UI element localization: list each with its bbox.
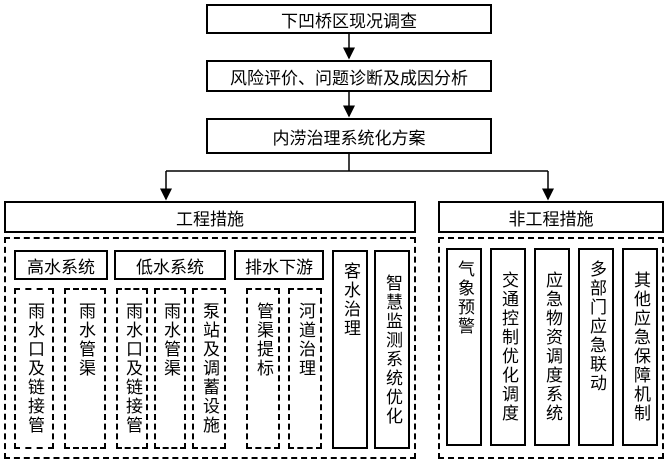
flow-step-3: 内涝治理系统化方案	[206, 118, 492, 154]
non-eng-item-2-label: 交通控制优化调度	[498, 271, 518, 423]
non-engineering-title-box: 非工程措施	[438, 201, 664, 233]
flow-step-1: 下凹桥区现况调查	[206, 4, 492, 34]
downstream-item-2: 河道治理	[288, 288, 322, 449]
downstream-item-2-label: 河道治理	[295, 302, 315, 378]
non-engineering-container	[438, 237, 664, 459]
guest-water-label: 客水治理	[340, 262, 360, 338]
high-item-1: 雨水口及链接管	[14, 288, 54, 449]
downstream-label: 排水下游	[245, 257, 313, 278]
non-eng-item-1: 气象预警	[446, 248, 482, 446]
engineering-title-box: 工程措施	[4, 201, 416, 233]
high-item-1-label: 雨水口及链接管	[24, 302, 44, 435]
non-eng-item-1-label: 气象预警	[454, 260, 474, 336]
non-eng-item-3-label: 应急物资调度系统	[542, 271, 562, 423]
non-eng-item-4-label: 多部门应急联动	[586, 260, 606, 393]
high-water-system-box: 高水系统	[14, 250, 108, 280]
high-water-system-label: 高水系统	[27, 257, 95, 278]
non-engineering-title: 非工程措施	[508, 209, 594, 230]
non-eng-item-5-label: 其他应急保障机制	[630, 271, 650, 423]
smart-monitoring-box: 智慧监测系统优化	[374, 250, 410, 449]
non-eng-item-2: 交通控制优化调度	[490, 248, 526, 446]
guest-water-box: 客水治理	[332, 250, 368, 449]
flow-step-2-label: 风险评价、问题诊断及成因分析	[230, 68, 468, 89]
low-item-2-label: 雨水管渠	[160, 302, 180, 378]
low-water-system-label: 低水系统	[136, 257, 204, 278]
non-eng-item-3: 应急物资调度系统	[534, 248, 570, 446]
high-item-2-label: 雨水管渠	[75, 302, 95, 378]
engineering-container	[4, 237, 416, 459]
downstream-item-1: 管渠提标	[246, 288, 280, 449]
engineering-title: 工程措施	[176, 209, 244, 230]
smart-monitoring-label: 智慧监测系统优化	[382, 273, 402, 426]
low-item-3: 泵站及调蓄设施	[192, 288, 226, 449]
low-water-system-box: 低水系统	[114, 250, 226, 280]
low-item-3-label: 泵站及调蓄设施	[199, 302, 219, 435]
low-item-1-label: 雨水口及链接管	[122, 302, 142, 435]
downstream-box: 排水下游	[234, 250, 324, 280]
non-eng-item-4: 多部门应急联动	[578, 248, 614, 446]
flow-step-1-label: 下凹桥区现况调查	[281, 11, 417, 32]
downstream-item-1-label: 管渠提标	[253, 302, 273, 378]
flow-step-2: 风险评价、问题诊断及成因分析	[206, 60, 492, 92]
high-item-2: 雨水管渠	[64, 288, 106, 449]
flow-step-3-label: 内涝治理系统化方案	[272, 128, 426, 149]
low-item-1: 雨水口及链接管	[116, 288, 148, 449]
non-eng-item-5: 其他应急保障机制	[622, 248, 658, 446]
low-item-2: 雨水管渠	[154, 288, 186, 449]
